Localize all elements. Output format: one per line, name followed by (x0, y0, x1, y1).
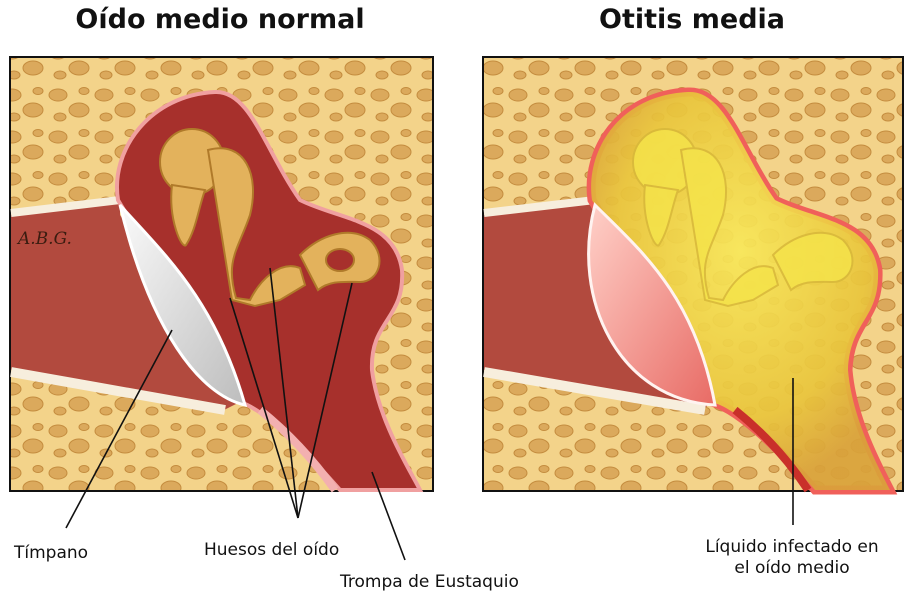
artist-signature: A.B.G. (16, 229, 72, 249)
panel-otitis (483, 57, 903, 491)
label-liquido-line2: el oído medio (682, 558, 902, 579)
label-liquido: Líquido infectado en el oído medio (682, 537, 902, 579)
label-trompa: Trompa de Eustaquio (340, 572, 519, 592)
label-liquido-line1: Líquido infectado en (682, 537, 902, 558)
label-huesos: Huesos del oído (204, 540, 339, 560)
panel-normal: A.B.G. (10, 57, 433, 491)
label-timpano: Tímpano (14, 543, 88, 563)
